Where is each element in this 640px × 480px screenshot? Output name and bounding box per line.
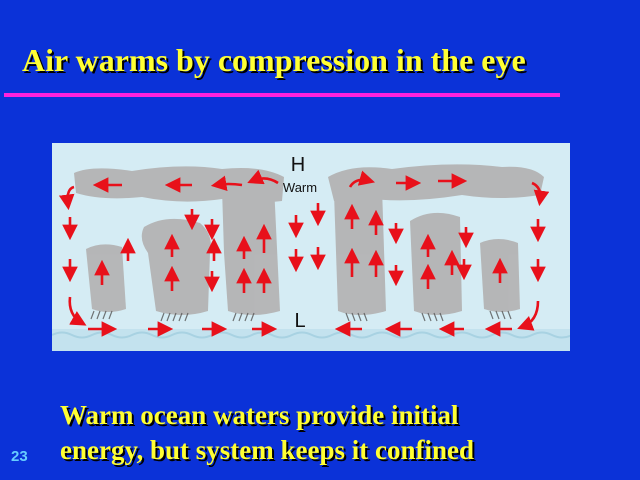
cloud-tower-right-inner xyxy=(334,184,386,315)
outflow-curve-arrow xyxy=(531,181,550,207)
hurricane-cross-section-diagram: H Warm L xyxy=(52,143,570,351)
cloud-tower-left-inner xyxy=(222,179,280,315)
wave-line xyxy=(52,331,570,339)
outflow-curve-arrow xyxy=(247,169,279,185)
cloud-tower-right-middle xyxy=(410,212,462,315)
ocean-surface xyxy=(52,329,570,351)
cloud-tower-left-outer xyxy=(86,244,126,312)
caption-line-1: Warm ocean waters provide initial xyxy=(60,400,459,430)
outer-descent-arrow xyxy=(517,300,540,331)
rain-streaks xyxy=(90,310,512,322)
title-underline xyxy=(4,93,560,97)
slide-number: 23 xyxy=(11,448,28,465)
high-pressure-label: H xyxy=(291,154,305,176)
outflow-arrow xyxy=(210,175,243,191)
outflow-curve-arrow xyxy=(348,170,376,188)
warm-label: Warm xyxy=(283,180,317,195)
outflow-curve-arrow xyxy=(58,185,75,211)
outer-descent-arrow xyxy=(68,296,87,326)
low-pressure-label: L xyxy=(294,310,305,332)
caption: Warm ocean waters provide initial energy… xyxy=(60,398,620,468)
slide-title: Air warms by compression in the eye xyxy=(22,42,526,78)
caption-line-2: energy, but system keeps it confined xyxy=(60,435,474,465)
